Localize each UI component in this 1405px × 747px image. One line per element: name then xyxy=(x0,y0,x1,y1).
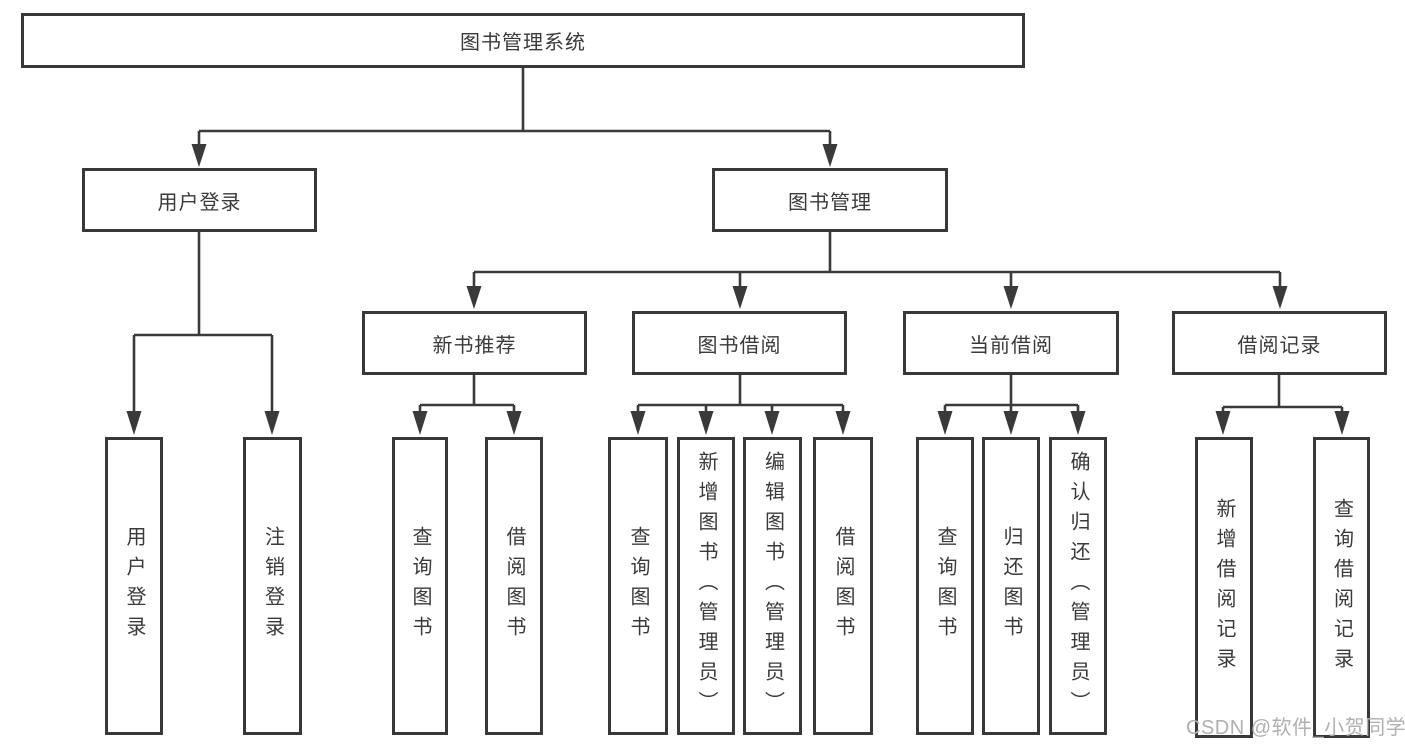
leaf-logout: 注销登录 xyxy=(243,437,302,735)
leaf-query-books-1: 查询图书 xyxy=(392,437,448,735)
leaf-add-books-admin: 新增图书（管理员） xyxy=(677,437,735,735)
leaf-label: 借阅图书 xyxy=(832,526,854,646)
node-book-management: 图书管理 xyxy=(712,168,948,232)
leaf-edit-books-admin: 编辑图书（管理员） xyxy=(743,437,802,735)
node-library-management-system: 图书管理系统 xyxy=(21,13,1025,68)
node-user-login: 用户登录 xyxy=(82,168,317,232)
node-label: 新书推荐 xyxy=(432,334,517,357)
leaf-borrow-books-1: 借阅图书 xyxy=(485,437,543,735)
leaf-confirm-return-admin: 确认归还（管理员） xyxy=(1049,437,1107,735)
node-borrow-records: 借阅记录 xyxy=(1172,311,1387,375)
leaf-query-books-3: 查询图书 xyxy=(916,437,974,735)
leaf-label: 查询借阅记录 xyxy=(1330,497,1353,678)
leaf-label: 新增图书（管理员） xyxy=(695,451,717,721)
leaf-label: 查询图书 xyxy=(627,526,649,646)
node-label: 用户登录 xyxy=(157,191,242,214)
leaf-label: 注销登录 xyxy=(261,526,284,646)
leaf-borrow-books-2: 借阅图书 xyxy=(813,437,873,735)
leaf-add-borrow-record: 新增借阅记录 xyxy=(1195,437,1253,738)
leaf-label: 确认归还（管理员） xyxy=(1067,451,1089,721)
leaf-user-login: 用户登录 xyxy=(105,437,163,735)
leaf-query-books-2: 查询图书 xyxy=(608,437,668,735)
node-label: 图书借阅 xyxy=(697,334,782,357)
leaf-label: 归还图书 xyxy=(1000,526,1022,646)
leaf-label: 新增借阅记录 xyxy=(1213,497,1235,678)
node-label: 当前借阅 xyxy=(969,334,1053,357)
leaf-label: 查询图书 xyxy=(934,526,956,646)
node-label: 图书管理系统 xyxy=(460,32,586,54)
leaf-label: 编辑图书（管理员） xyxy=(761,451,784,721)
node-book-borrow: 图书借阅 xyxy=(632,311,847,375)
leaf-return-books: 归还图书 xyxy=(982,437,1040,735)
leaf-query-borrow-record: 查询借阅记录 xyxy=(1313,437,1370,738)
node-label: 借阅记录 xyxy=(1237,334,1322,357)
node-label: 图书管理 xyxy=(788,191,872,214)
node-new-book-recommend: 新书推荐 xyxy=(362,311,587,375)
leaf-label: 查询图书 xyxy=(409,526,431,646)
csdn-watermark: CSDN @软件_小贺同学 xyxy=(1186,717,1405,739)
leaf-label: 用户登录 xyxy=(123,526,145,646)
node-current-borrow: 当前借阅 xyxy=(903,311,1119,375)
leaf-label: 借阅图书 xyxy=(503,526,525,646)
